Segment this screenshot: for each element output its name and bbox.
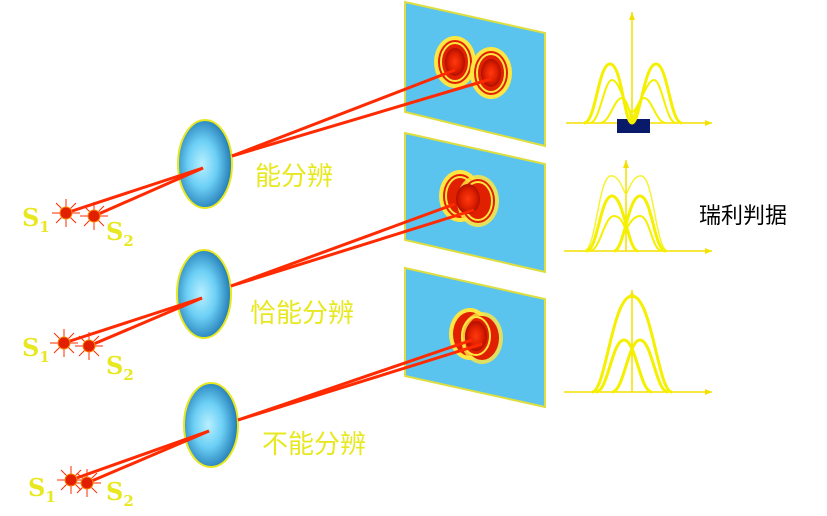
row-not-resolvable: S1 S2 不能分辨 bbox=[28, 266, 712, 510]
source-label-s1: S1 bbox=[22, 203, 50, 236]
point-source-pair bbox=[52, 199, 108, 230]
point-source-pair bbox=[57, 466, 101, 497]
lens bbox=[176, 249, 232, 339]
row-resolvable: S1 S2 能分辨 bbox=[22, 0, 712, 250]
point-source-pair bbox=[50, 329, 103, 360]
intensity-plot bbox=[564, 290, 712, 395]
source-label-s2: S2 bbox=[106, 217, 134, 250]
lens bbox=[183, 382, 239, 468]
resolution-marker bbox=[617, 119, 650, 133]
light-rays bbox=[63, 202, 475, 348]
source-label-s2: S2 bbox=[106, 351, 134, 384]
rayleigh-criterion-label: 瑞利判据 bbox=[699, 204, 787, 229]
light-rays bbox=[65, 68, 492, 218]
row-just-resolvable: S1 S2 恰能分辨 bbox=[22, 131, 712, 384]
source-label-s1: S1 bbox=[28, 473, 56, 506]
light-rays bbox=[70, 338, 483, 485]
row-label: 恰能分辨 bbox=[250, 299, 354, 329]
diffraction-spot-pair bbox=[449, 308, 503, 364]
intensity-plot bbox=[564, 160, 712, 254]
source-label-s1: S1 bbox=[22, 333, 50, 366]
row-label: 能分辨 bbox=[255, 162, 333, 192]
source-label-s2: S2 bbox=[106, 477, 134, 510]
intensity-plot bbox=[566, 12, 712, 133]
lens bbox=[177, 119, 233, 209]
row-label: 不能分辨 bbox=[262, 430, 366, 460]
